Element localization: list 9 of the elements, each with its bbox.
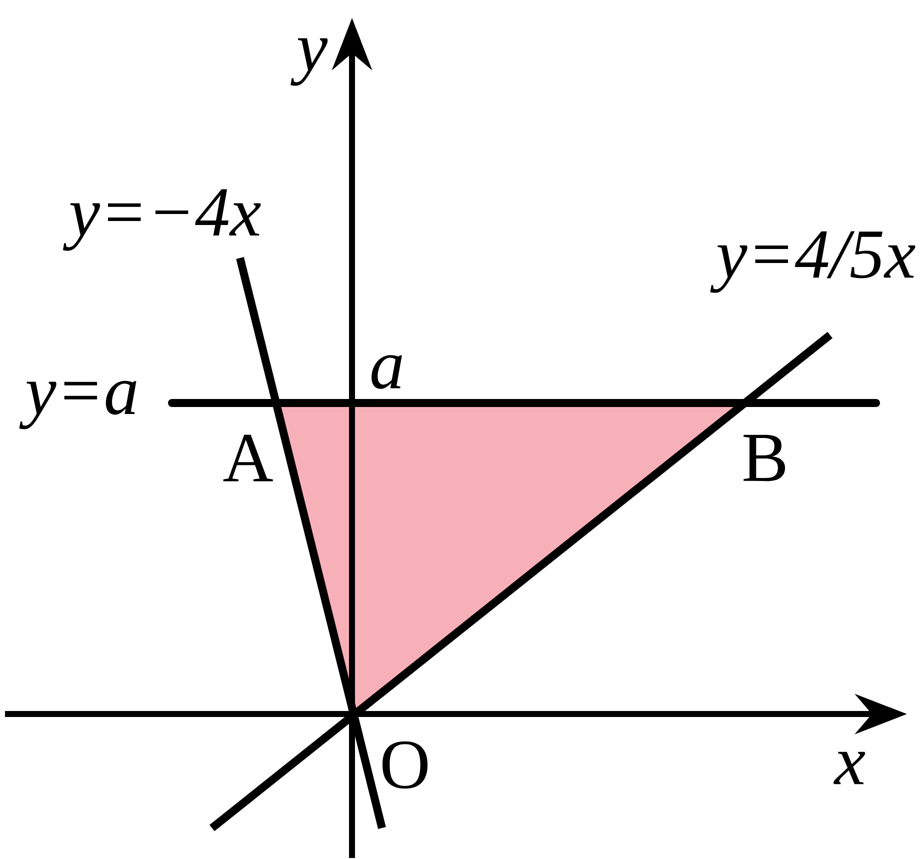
point-label: B (744, 434, 786, 482)
line-equation: y=4/5x (710, 231, 916, 293)
point-label: A (223, 434, 273, 482)
line-equation: y=−4x (62, 189, 261, 251)
origin-label: O (382, 741, 428, 789)
axis-label: y (290, 38, 328, 86)
intercept-label: a (372, 355, 402, 389)
line-equation: y=a (19, 380, 136, 430)
axis-label: x (834, 752, 866, 784)
